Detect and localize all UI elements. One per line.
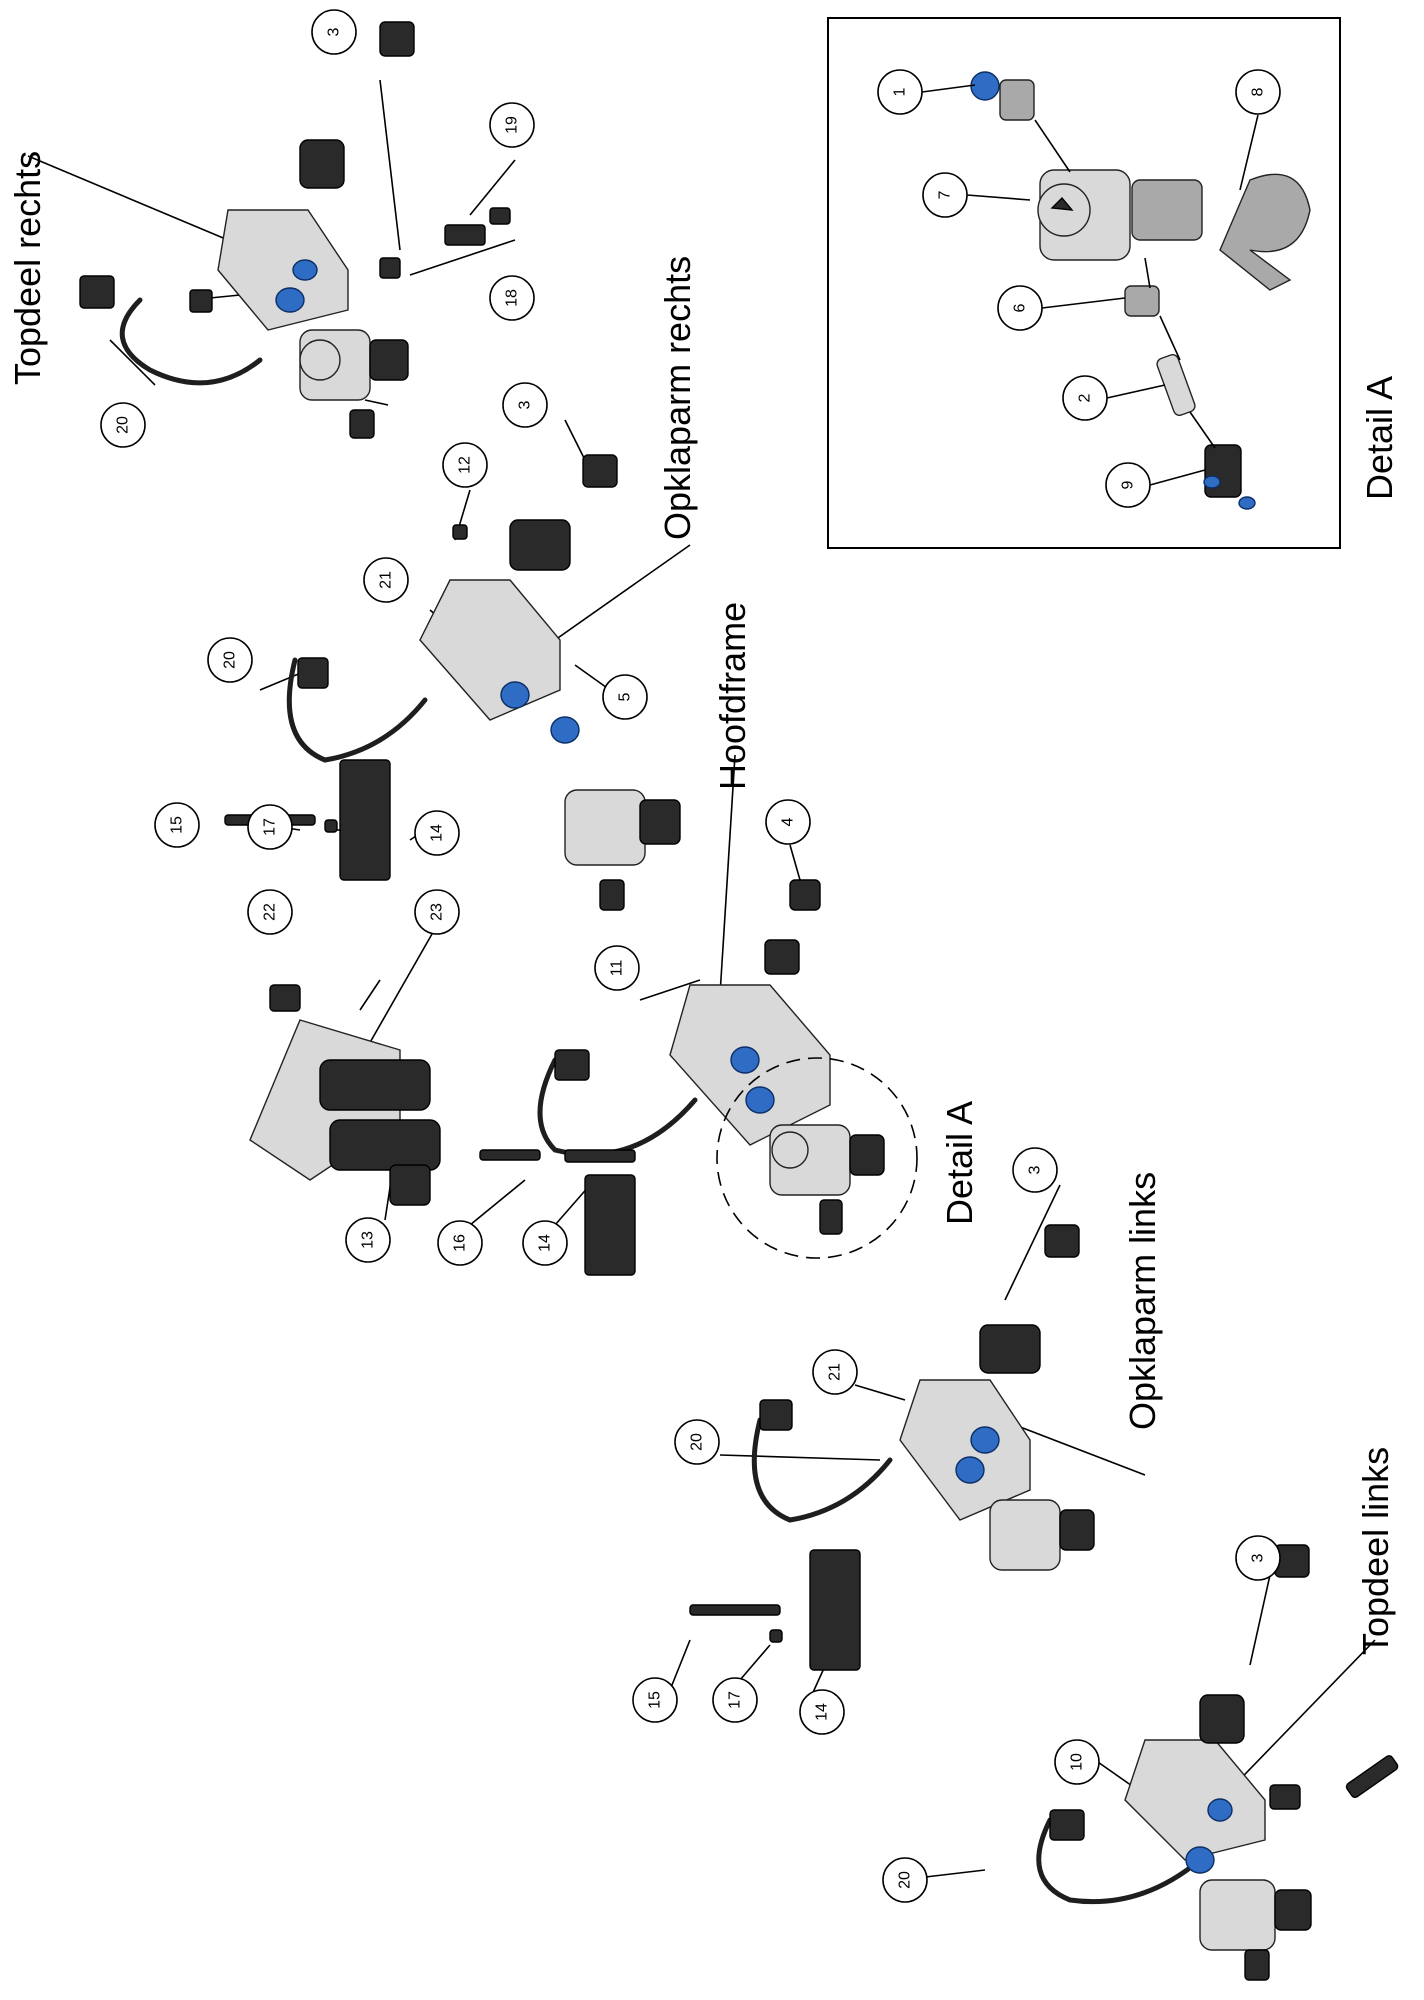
balloon-m-14a: 14 <box>429 824 446 842</box>
detail-a-title: Detail A <box>1359 376 1400 500</box>
detail-tee-port-part <box>1203 475 1221 489</box>
hoofdframe-cluster <box>479 789 831 1276</box>
opklaparm-rechts-cluster <box>286 454 618 763</box>
label-hoofdframe: Hoofdframe <box>712 602 753 790</box>
detail-fitting-6-part <box>1124 285 1160 317</box>
balloon-m-15: 15 <box>169 816 186 834</box>
detail-elbow-body-part <box>999 79 1035 121</box>
balloon-tr-19: 19 <box>504 116 521 134</box>
detail-a-frame <box>827 17 1341 549</box>
balloon-da-8: 8 <box>1250 87 1267 96</box>
balloon-ol-20: 20 <box>689 1433 706 1451</box>
detail-a-callout-parts <box>769 1124 885 1235</box>
balloon-da-1: 1 <box>892 87 909 96</box>
balloon-da-7: 7 <box>937 190 954 199</box>
detail-a-parts <box>970 71 1311 510</box>
detail-a-callout-circle <box>716 1057 918 1259</box>
balloon-tl-20: 20 <box>897 1871 914 1889</box>
balloon-tr-18: 18 <box>504 289 521 307</box>
balloon-tr-20: 20 <box>115 416 132 434</box>
label-detail-a-callout: Detail A <box>939 1101 980 1225</box>
opklaparm-links-cluster <box>689 1224 1095 1671</box>
balloon-d-3: 3 <box>1027 1165 1044 1174</box>
detail-connection-line <box>1034 119 1216 449</box>
balloon-h-14: 14 <box>537 1234 554 1252</box>
detail-a-leaders <box>921 84 1259 486</box>
balloon-h-16: 16 <box>452 1234 469 1252</box>
balloon-h-23: 23 <box>429 903 446 921</box>
balloon-h-22: 22 <box>262 903 279 921</box>
balloon-or-3: 3 <box>517 400 534 409</box>
balloon-ol-15: 15 <box>647 1691 664 1709</box>
balloon-da-6: 6 <box>1012 303 1029 312</box>
detail-regulator-gauge-needle-part <box>1050 196 1074 211</box>
detail-tee-fitting-part <box>1204 444 1242 498</box>
balloon-tl-3: 3 <box>1250 1553 1267 1562</box>
detail-elbow-fitting-part <box>970 71 1000 101</box>
balloon-ol-14: 14 <box>814 1703 831 1721</box>
balloon-tl-10: 10 <box>1069 1753 1086 1771</box>
balloon-h-11: 11 <box>609 960 626 977</box>
label-opklaparm-rechts: Opklaparm rechts <box>657 256 698 540</box>
detail-connector-2-part <box>1156 354 1196 416</box>
balloon-da-9: 9 <box>1120 480 1137 489</box>
solenoid-cluster <box>249 984 441 1206</box>
detail-regulator-gauge-part <box>1037 183 1091 237</box>
balloon-da-2: 2 <box>1077 393 1094 402</box>
balloon-h-4: 4 <box>780 817 797 826</box>
balloon-or-20: 20 <box>222 651 239 669</box>
balloon-or-5: 5 <box>617 692 634 701</box>
topdeel-links-cluster <box>1036 1544 1399 1981</box>
detail-tee-port-2-part <box>1238 496 1256 510</box>
balloon-or-12: 12 <box>457 456 474 474</box>
detail-bracket-part <box>1219 173 1311 291</box>
balloon-tr-3: 3 <box>326 27 343 36</box>
balloon-or-21: 21 <box>378 571 395 589</box>
label-opklaparm-links: Opklaparm links <box>1122 1172 1163 1430</box>
label-topdeel-rechts: Topdeel rechts <box>7 151 48 385</box>
balloon-ol-17: 17 <box>727 1691 744 1709</box>
item-balloons: 3 19 18 20 12 3 21 20 5 15 17 14 22 23 4… <box>100 9 1281 1903</box>
detail-regulator-knob-part <box>1131 179 1203 241</box>
label-topdeel-links: Topdeel links <box>1355 1447 1396 1655</box>
balloon-h-13: 13 <box>360 1231 377 1249</box>
balloon-ol-21: 21 <box>827 1363 844 1381</box>
balloon-m-17: 17 <box>262 818 279 836</box>
topdeel-rechts-cluster <box>79 21 511 439</box>
